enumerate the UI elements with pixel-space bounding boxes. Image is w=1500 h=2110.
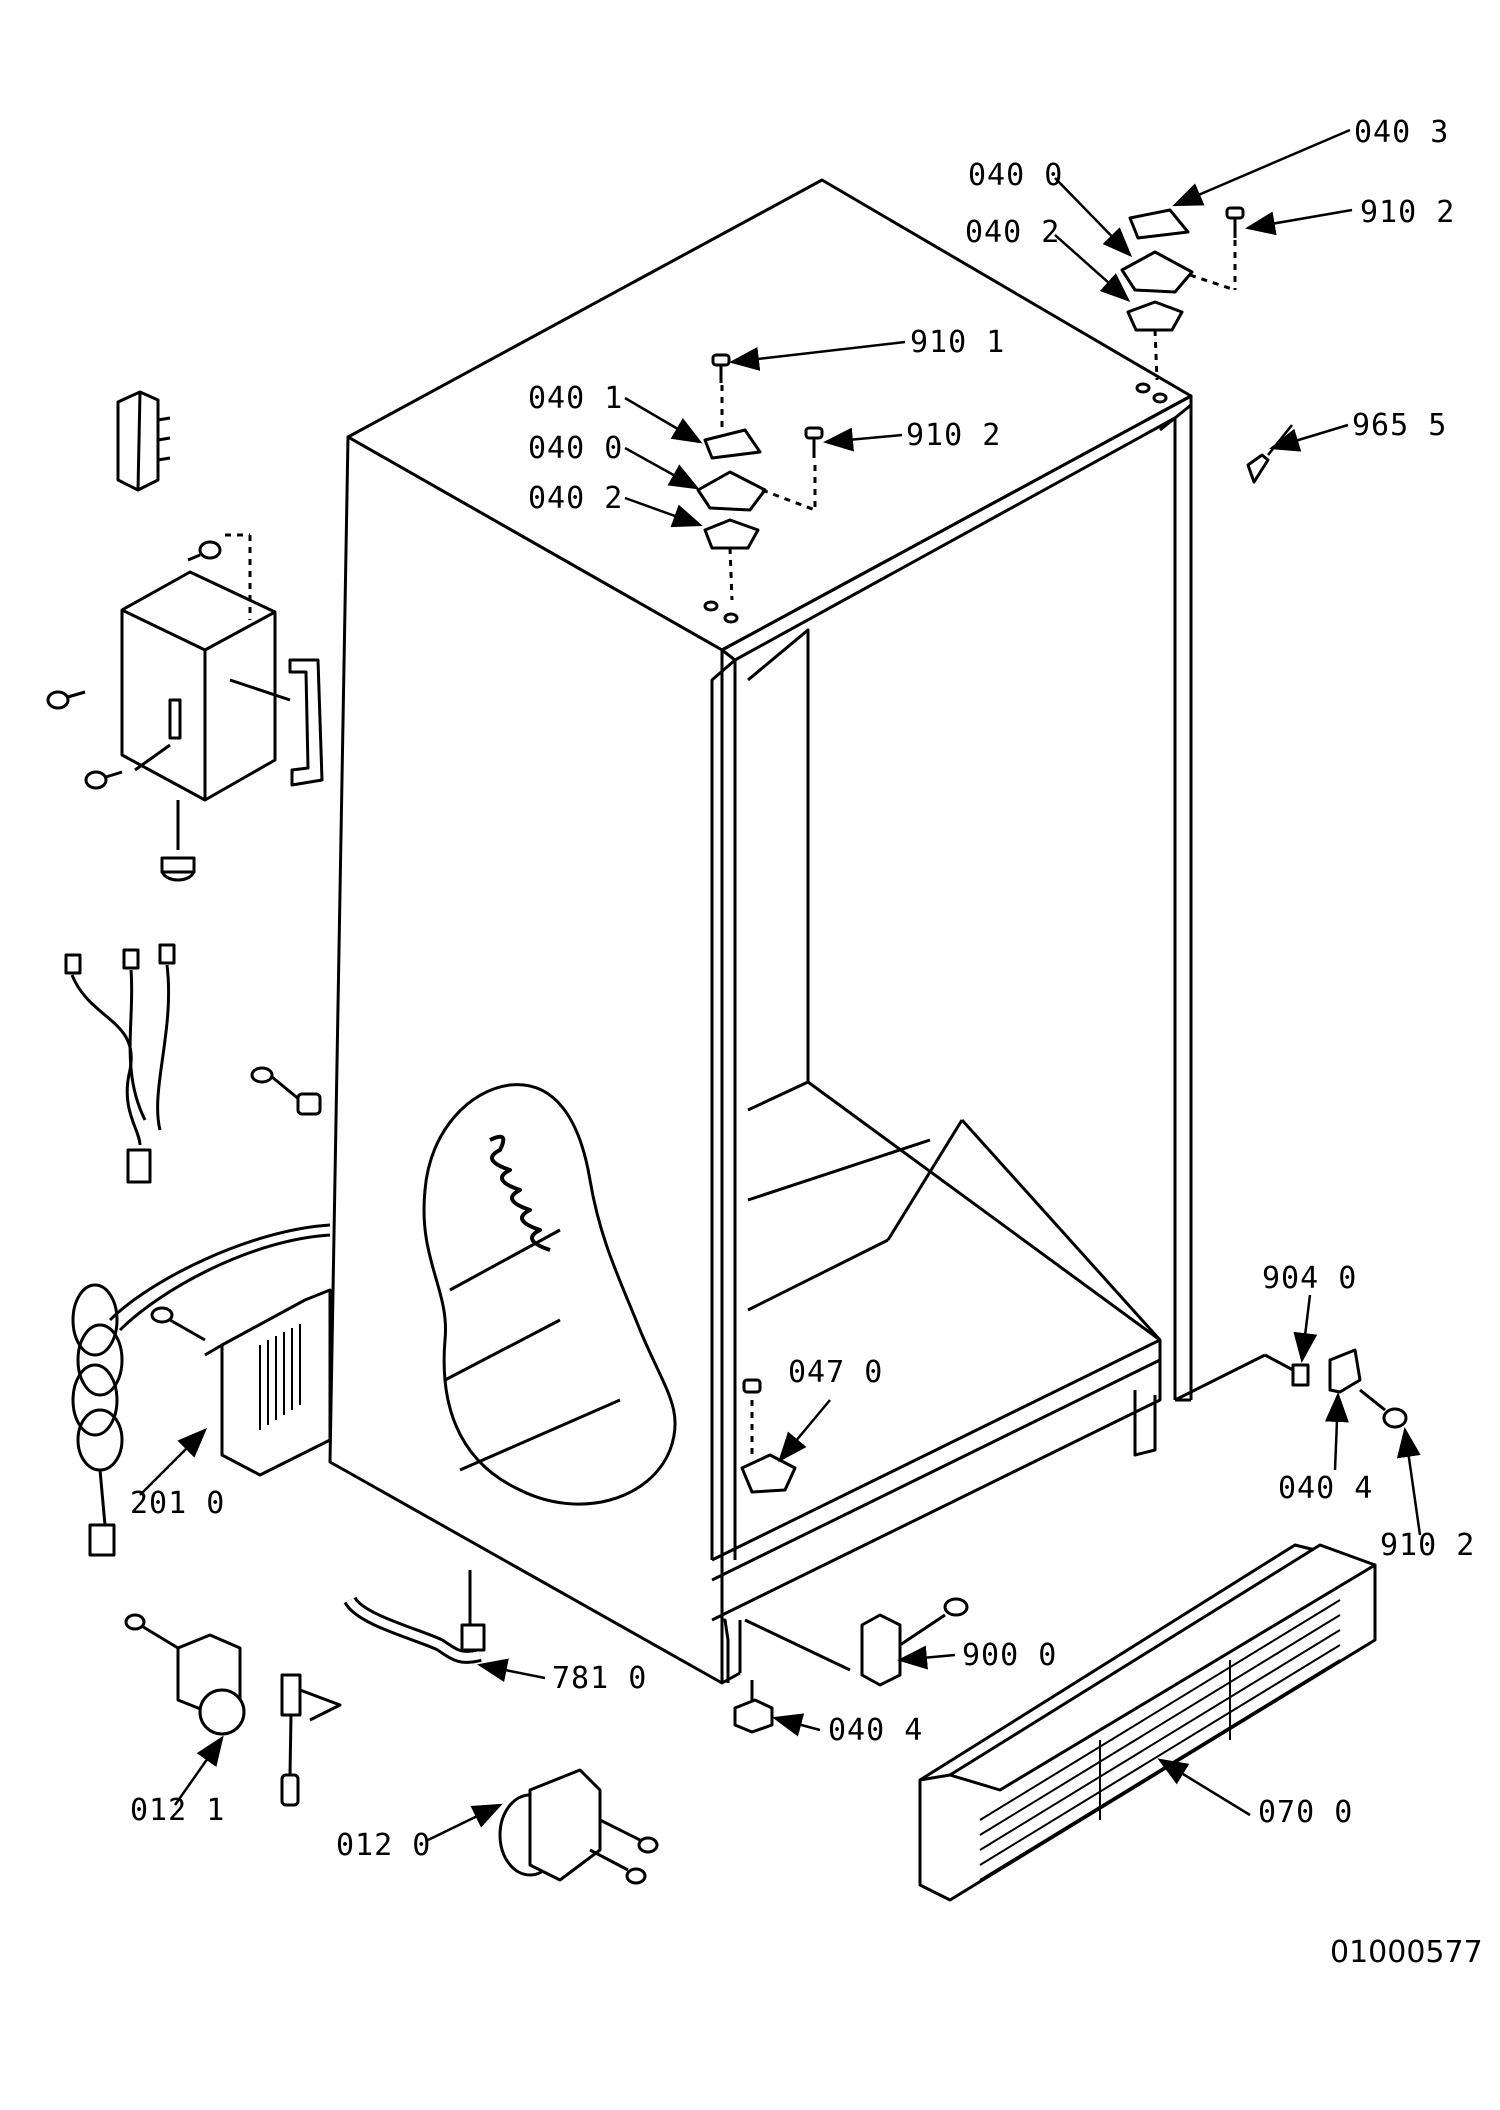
- part-label-047-0: 047 0: [788, 1355, 883, 1390]
- part-label-781-0: 781 0: [552, 1661, 647, 1696]
- part-label-040-3: 040 3: [1354, 115, 1449, 150]
- cabinet-left-side: [328, 435, 724, 1685]
- toe-grille: [918, 1543, 1377, 1902]
- caster-front: [498, 1768, 659, 1885]
- clip-part: [1246, 453, 1270, 484]
- right-foot-bracket: [1174, 1348, 1408, 1429]
- document-id: 01000577: [1330, 1935, 1483, 1970]
- hinge-base: [1126, 300, 1184, 332]
- screw-icon: [84, 770, 123, 790]
- bottom-bracket: [744, 1597, 969, 1687]
- part-label-965-5: 965 5: [1352, 408, 1447, 443]
- wire-harness: [64, 943, 176, 1184]
- tube-clip: [280, 1673, 342, 1807]
- control-box: [120, 533, 324, 882]
- hinge-base: [703, 518, 760, 550]
- screw-icon: [46, 690, 86, 710]
- part-label-040-0: 040 0: [968, 158, 1063, 193]
- power-cord: [71, 1223, 331, 1557]
- part-label-012-1: 012 1: [130, 1793, 225, 1828]
- caster-rear: [124, 1613, 246, 1736]
- part-label-910-2: 910 2: [906, 418, 1001, 453]
- left-parts: [46, 390, 332, 1557]
- part-label-040-4: 040 4: [828, 1713, 923, 1748]
- bottom-parts: [124, 1348, 1408, 1902]
- part-label-910-2: 910 2: [1360, 195, 1455, 230]
- part-label-070-0: 070 0: [1258, 1795, 1353, 1830]
- screw-icon: [804, 426, 824, 458]
- leveling-foot: [733, 1680, 774, 1734]
- screw-icon: [250, 1066, 322, 1116]
- hinge-cover: [703, 428, 762, 460]
- part-label-910-1: 910 1: [910, 325, 1005, 360]
- part-label-904-0: 904 0: [1262, 1261, 1357, 1296]
- relay-bracket: [150, 1288, 332, 1477]
- part-label-040-1: 040 1: [528, 381, 623, 416]
- part-label-201-0: 201 0: [130, 1486, 225, 1521]
- part-label-040-0: 040 0: [528, 431, 623, 466]
- part-label-040-4: 040 4: [1278, 1471, 1373, 1506]
- side-cutaway: [422, 1083, 677, 1506]
- screw-icon: [187, 540, 222, 562]
- hinge-plate: [696, 470, 767, 512]
- screw-icon: [1225, 206, 1245, 238]
- part-label-910-2: 910 2: [1380, 1528, 1475, 1563]
- part-label-012-0: 012 0: [336, 1828, 431, 1863]
- hinge-plate: [1120, 250, 1194, 294]
- hinge-bushing: [740, 1378, 797, 1494]
- cabinet: [328, 178, 1193, 1685]
- right-hinge-assembly: [1120, 206, 1270, 484]
- hinge-cover: [1128, 208, 1190, 240]
- part-label-900-0: 900 0: [962, 1638, 1057, 1673]
- center-hinge-assembly: [696, 353, 824, 601]
- callout-leaders: [139, 128, 1422, 1842]
- callout-labels: 040 3 040 0 040 2 910 2 910 1 040 1 040 …: [130, 115, 1483, 1970]
- screw-icon: [711, 353, 731, 383]
- part-label-040-2: 040 2: [965, 215, 1060, 250]
- part-label-040-2: 040 2: [528, 481, 623, 516]
- connector-block: [116, 390, 171, 492]
